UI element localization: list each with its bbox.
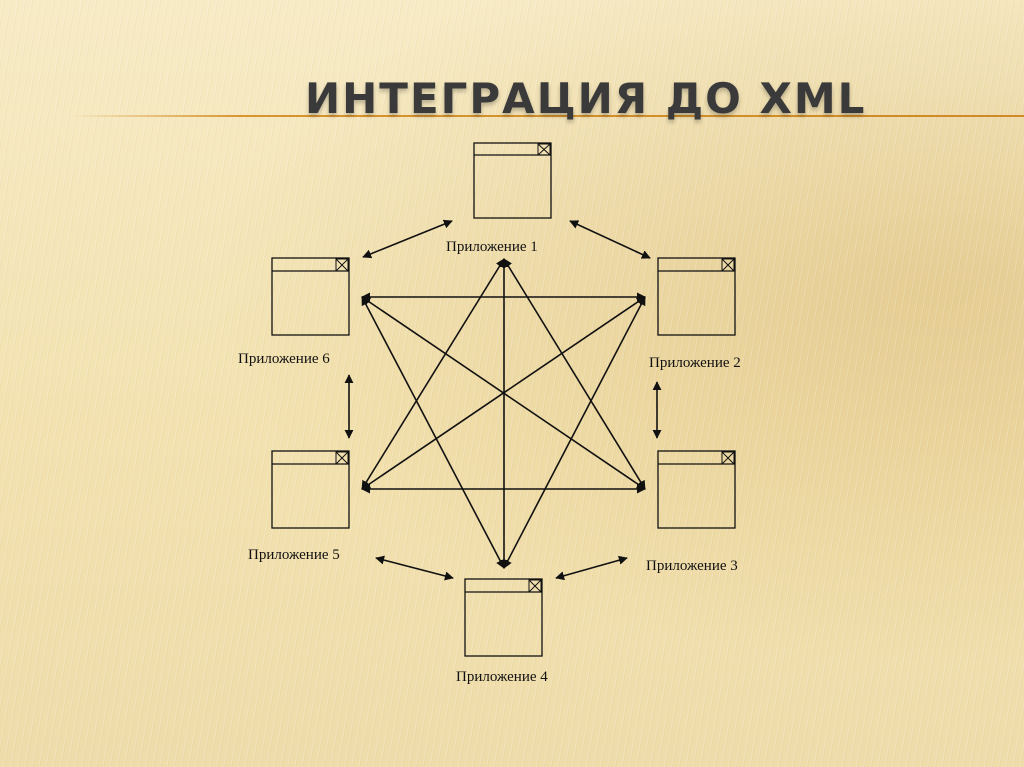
link-1-5	[361, 258, 505, 490]
close-icon	[528, 579, 542, 593]
app-label-2: Приложение 2	[649, 355, 741, 371]
app-label-1: Приложение 1	[446, 239, 538, 255]
app-label-5: Приложение 5	[248, 547, 340, 563]
link-1-6	[362, 219, 453, 259]
app-window-4	[464, 578, 543, 657]
app-window-5	[271, 450, 350, 529]
close-icon	[721, 258, 735, 272]
app-window-1	[473, 142, 552, 219]
app-window-6	[271, 257, 350, 336]
app-label-4: Приложение 4	[456, 669, 548, 685]
title-underline	[70, 115, 1024, 117]
link-1-2	[569, 220, 651, 259]
link-2-4	[503, 296, 646, 569]
link-5-4	[375, 555, 454, 581]
link-3-4	[555, 555, 628, 581]
app-label-3: Приложение 3	[646, 558, 738, 574]
close-icon	[335, 258, 349, 272]
app-label-6: Приложение 6	[238, 351, 330, 367]
app-window-3	[657, 450, 736, 529]
link-6-4	[361, 296, 505, 569]
close-icon	[721, 451, 735, 465]
link-1-3	[503, 258, 646, 490]
close-icon	[537, 143, 551, 156]
close-icon	[335, 451, 349, 465]
app-window-2	[657, 257, 736, 336]
page-title: ИНТЕГРАЦИЯ ДО XML	[305, 74, 867, 123]
